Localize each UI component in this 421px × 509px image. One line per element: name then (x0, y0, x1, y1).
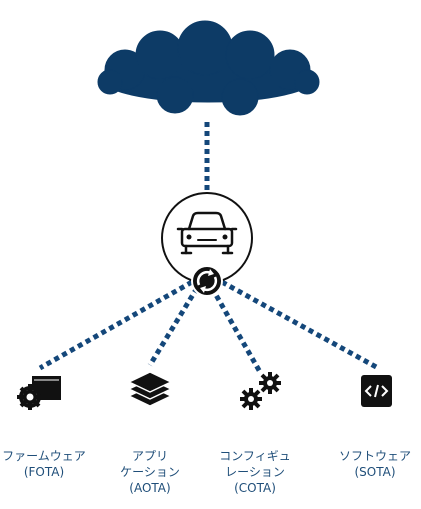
application-layers-icon (128, 371, 172, 407)
label-fota-line1: ファームウェア (2, 449, 86, 463)
link-sota (220, 279, 380, 371)
label-aota-line2: ケーション (120, 465, 180, 479)
code-icon (361, 375, 392, 407)
link-fota (38, 279, 194, 371)
label-sota: ソフトウェア (SOTA) (320, 448, 421, 480)
cloud-icon (97, 20, 320, 116)
update-icon (191, 265, 223, 297)
label-fota: ファームウェア (FOTA) (0, 448, 99, 480)
label-cota-line3: (COTA) (234, 481, 276, 495)
label-cota-line2: レーション (225, 465, 285, 479)
label-sota-line2: (SOTA) (354, 465, 396, 479)
label-cota-line1: コンフィギュ (219, 449, 291, 463)
label-fota-line2: (FOTA) (23, 465, 65, 479)
label-aota: アプリ ケーション (AOTA) (95, 448, 205, 496)
label-sota-line1: ソフトウェア (338, 449, 411, 463)
firmware-icon (17, 376, 61, 410)
link-aota (147, 286, 200, 367)
label-aota-line3: (AOTA) (129, 481, 171, 495)
gears-icon (240, 372, 281, 410)
label-cota: コンフィギュ レーション (COTA) (200, 448, 310, 496)
car-icon (176, 211, 238, 255)
link-cota (209, 286, 263, 374)
label-aota-line1: アプリ (131, 449, 168, 463)
